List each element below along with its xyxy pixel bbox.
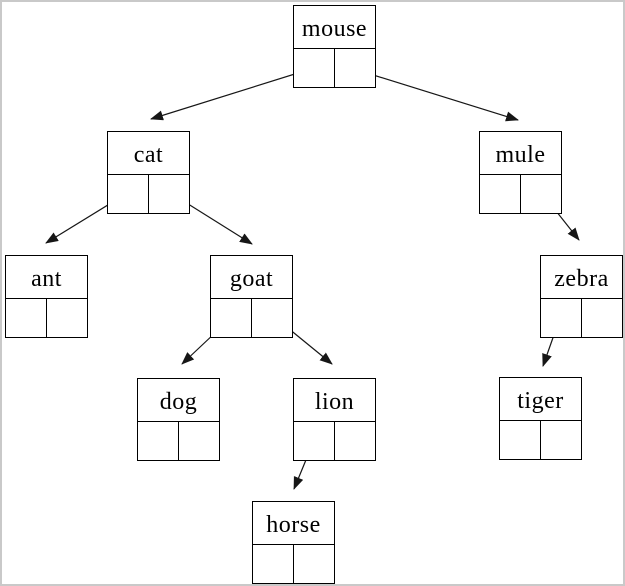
right-pointer-cell xyxy=(541,421,581,459)
tree-node-goat: goat xyxy=(210,255,293,338)
tree-node-mouse: mouse xyxy=(293,5,376,88)
right-pointer-cell xyxy=(294,545,334,583)
node-label: goat xyxy=(211,256,292,299)
left-pointer-cell xyxy=(253,545,294,583)
tree-node-zebra: zebra xyxy=(540,255,623,338)
node-label: tiger xyxy=(500,378,581,421)
pointer-cells xyxy=(253,545,334,583)
node-label: dog xyxy=(138,379,219,422)
right-pointer-cell xyxy=(149,175,189,213)
left-pointer-cell xyxy=(294,422,335,460)
pointer-cells xyxy=(294,422,375,460)
right-pointer-cell xyxy=(335,422,375,460)
tree-node-ant: ant xyxy=(5,255,88,338)
right-pointer-cell xyxy=(179,422,219,460)
tree-node-cat: cat xyxy=(107,131,190,214)
node-label: mouse xyxy=(294,6,375,49)
right-pointer-cell xyxy=(521,175,561,213)
right-pointer-cell xyxy=(252,299,292,337)
node-label: lion xyxy=(294,379,375,422)
node-label: cat xyxy=(108,132,189,175)
tree-node-lion: lion xyxy=(293,378,376,461)
left-pointer-cell xyxy=(108,175,149,213)
pointer-cells xyxy=(500,421,581,459)
left-pointer-cell xyxy=(211,299,252,337)
pointer-cells xyxy=(211,299,292,337)
right-pointer-cell xyxy=(335,49,375,87)
edge-mouse-mule xyxy=(353,68,519,122)
left-pointer-cell xyxy=(541,299,582,337)
tree-node-mule: mule xyxy=(479,131,562,214)
pointer-cells xyxy=(294,49,375,87)
right-pointer-cell xyxy=(582,299,622,337)
pointer-cells xyxy=(480,175,561,213)
node-label: ant xyxy=(6,256,87,299)
tree-node-tiger: tiger xyxy=(499,377,582,460)
left-pointer-cell xyxy=(500,421,541,459)
tree-node-horse: horse xyxy=(252,501,335,584)
node-label: zebra xyxy=(541,256,622,299)
left-pointer-cell xyxy=(480,175,521,213)
pointer-cells xyxy=(138,422,219,460)
left-pointer-cell xyxy=(294,49,335,87)
tree-node-dog: dog xyxy=(137,378,220,461)
node-label: mule xyxy=(480,132,561,175)
pointer-cells xyxy=(6,299,87,337)
right-pointer-cell xyxy=(47,299,87,337)
pointer-cells xyxy=(108,175,189,213)
pointer-cells xyxy=(541,299,622,337)
edge-mouse-cat xyxy=(150,67,315,121)
left-pointer-cell xyxy=(138,422,179,460)
left-pointer-cell xyxy=(6,299,47,337)
node-label: horse xyxy=(253,502,334,545)
